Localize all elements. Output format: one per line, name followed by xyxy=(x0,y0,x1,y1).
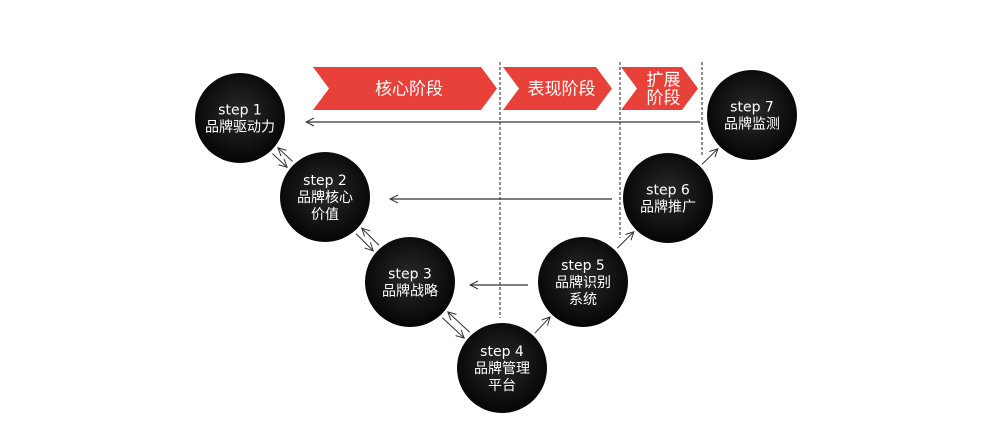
step-label: 系统 xyxy=(569,292,597,308)
forward-arrow xyxy=(701,149,718,165)
step-label: 品牌识别 xyxy=(555,274,611,291)
phase-label: 核心阶段 xyxy=(375,80,443,100)
step-circle xyxy=(280,152,370,242)
forward-arrow xyxy=(534,317,550,334)
phase-label: 阶段 xyxy=(647,89,681,109)
step-circle xyxy=(538,237,628,327)
step-title: step 5 xyxy=(561,258,605,274)
step-title: step 3 xyxy=(388,267,432,283)
phase-label: 扩展 xyxy=(647,71,681,91)
forward-arrow xyxy=(441,317,464,338)
step-circle xyxy=(365,237,455,327)
chevron-shape xyxy=(621,67,698,110)
backward-arrow xyxy=(448,312,471,333)
backward-arrow xyxy=(362,228,380,246)
phase-chevron: 表现阶段 xyxy=(503,67,612,110)
step-title: step 7 xyxy=(730,100,774,116)
step-label: 平台 xyxy=(488,378,516,394)
step-label: 品牌管理 xyxy=(474,360,530,377)
step-circle xyxy=(195,73,285,163)
step-title: step 6 xyxy=(646,183,690,199)
forward-arrow xyxy=(272,153,287,168)
step-label: 品牌驱动力 xyxy=(205,119,275,136)
chevron-shape xyxy=(313,67,497,110)
step-label: 价值 xyxy=(311,207,339,223)
chevron-shape xyxy=(503,67,612,110)
step-label: 品牌战略 xyxy=(382,283,438,300)
backward-arrow xyxy=(278,148,293,162)
step-title: step 2 xyxy=(303,173,347,189)
step-label: 品牌核心 xyxy=(297,189,353,206)
step-circle xyxy=(623,153,713,243)
step-title: step 4 xyxy=(480,344,524,360)
forward-arrow xyxy=(616,232,634,249)
step-circle xyxy=(457,323,547,413)
phase-separators xyxy=(499,62,703,318)
phase-chevron: 核心阶段 xyxy=(313,67,497,110)
forward-arrow xyxy=(355,233,373,251)
step-title: step 1 xyxy=(218,103,262,119)
phase-label: 表现阶段 xyxy=(528,80,596,100)
step-label: 品牌推广 xyxy=(640,199,696,216)
step-label: 品牌监测 xyxy=(724,116,780,133)
step-circle xyxy=(707,70,797,160)
